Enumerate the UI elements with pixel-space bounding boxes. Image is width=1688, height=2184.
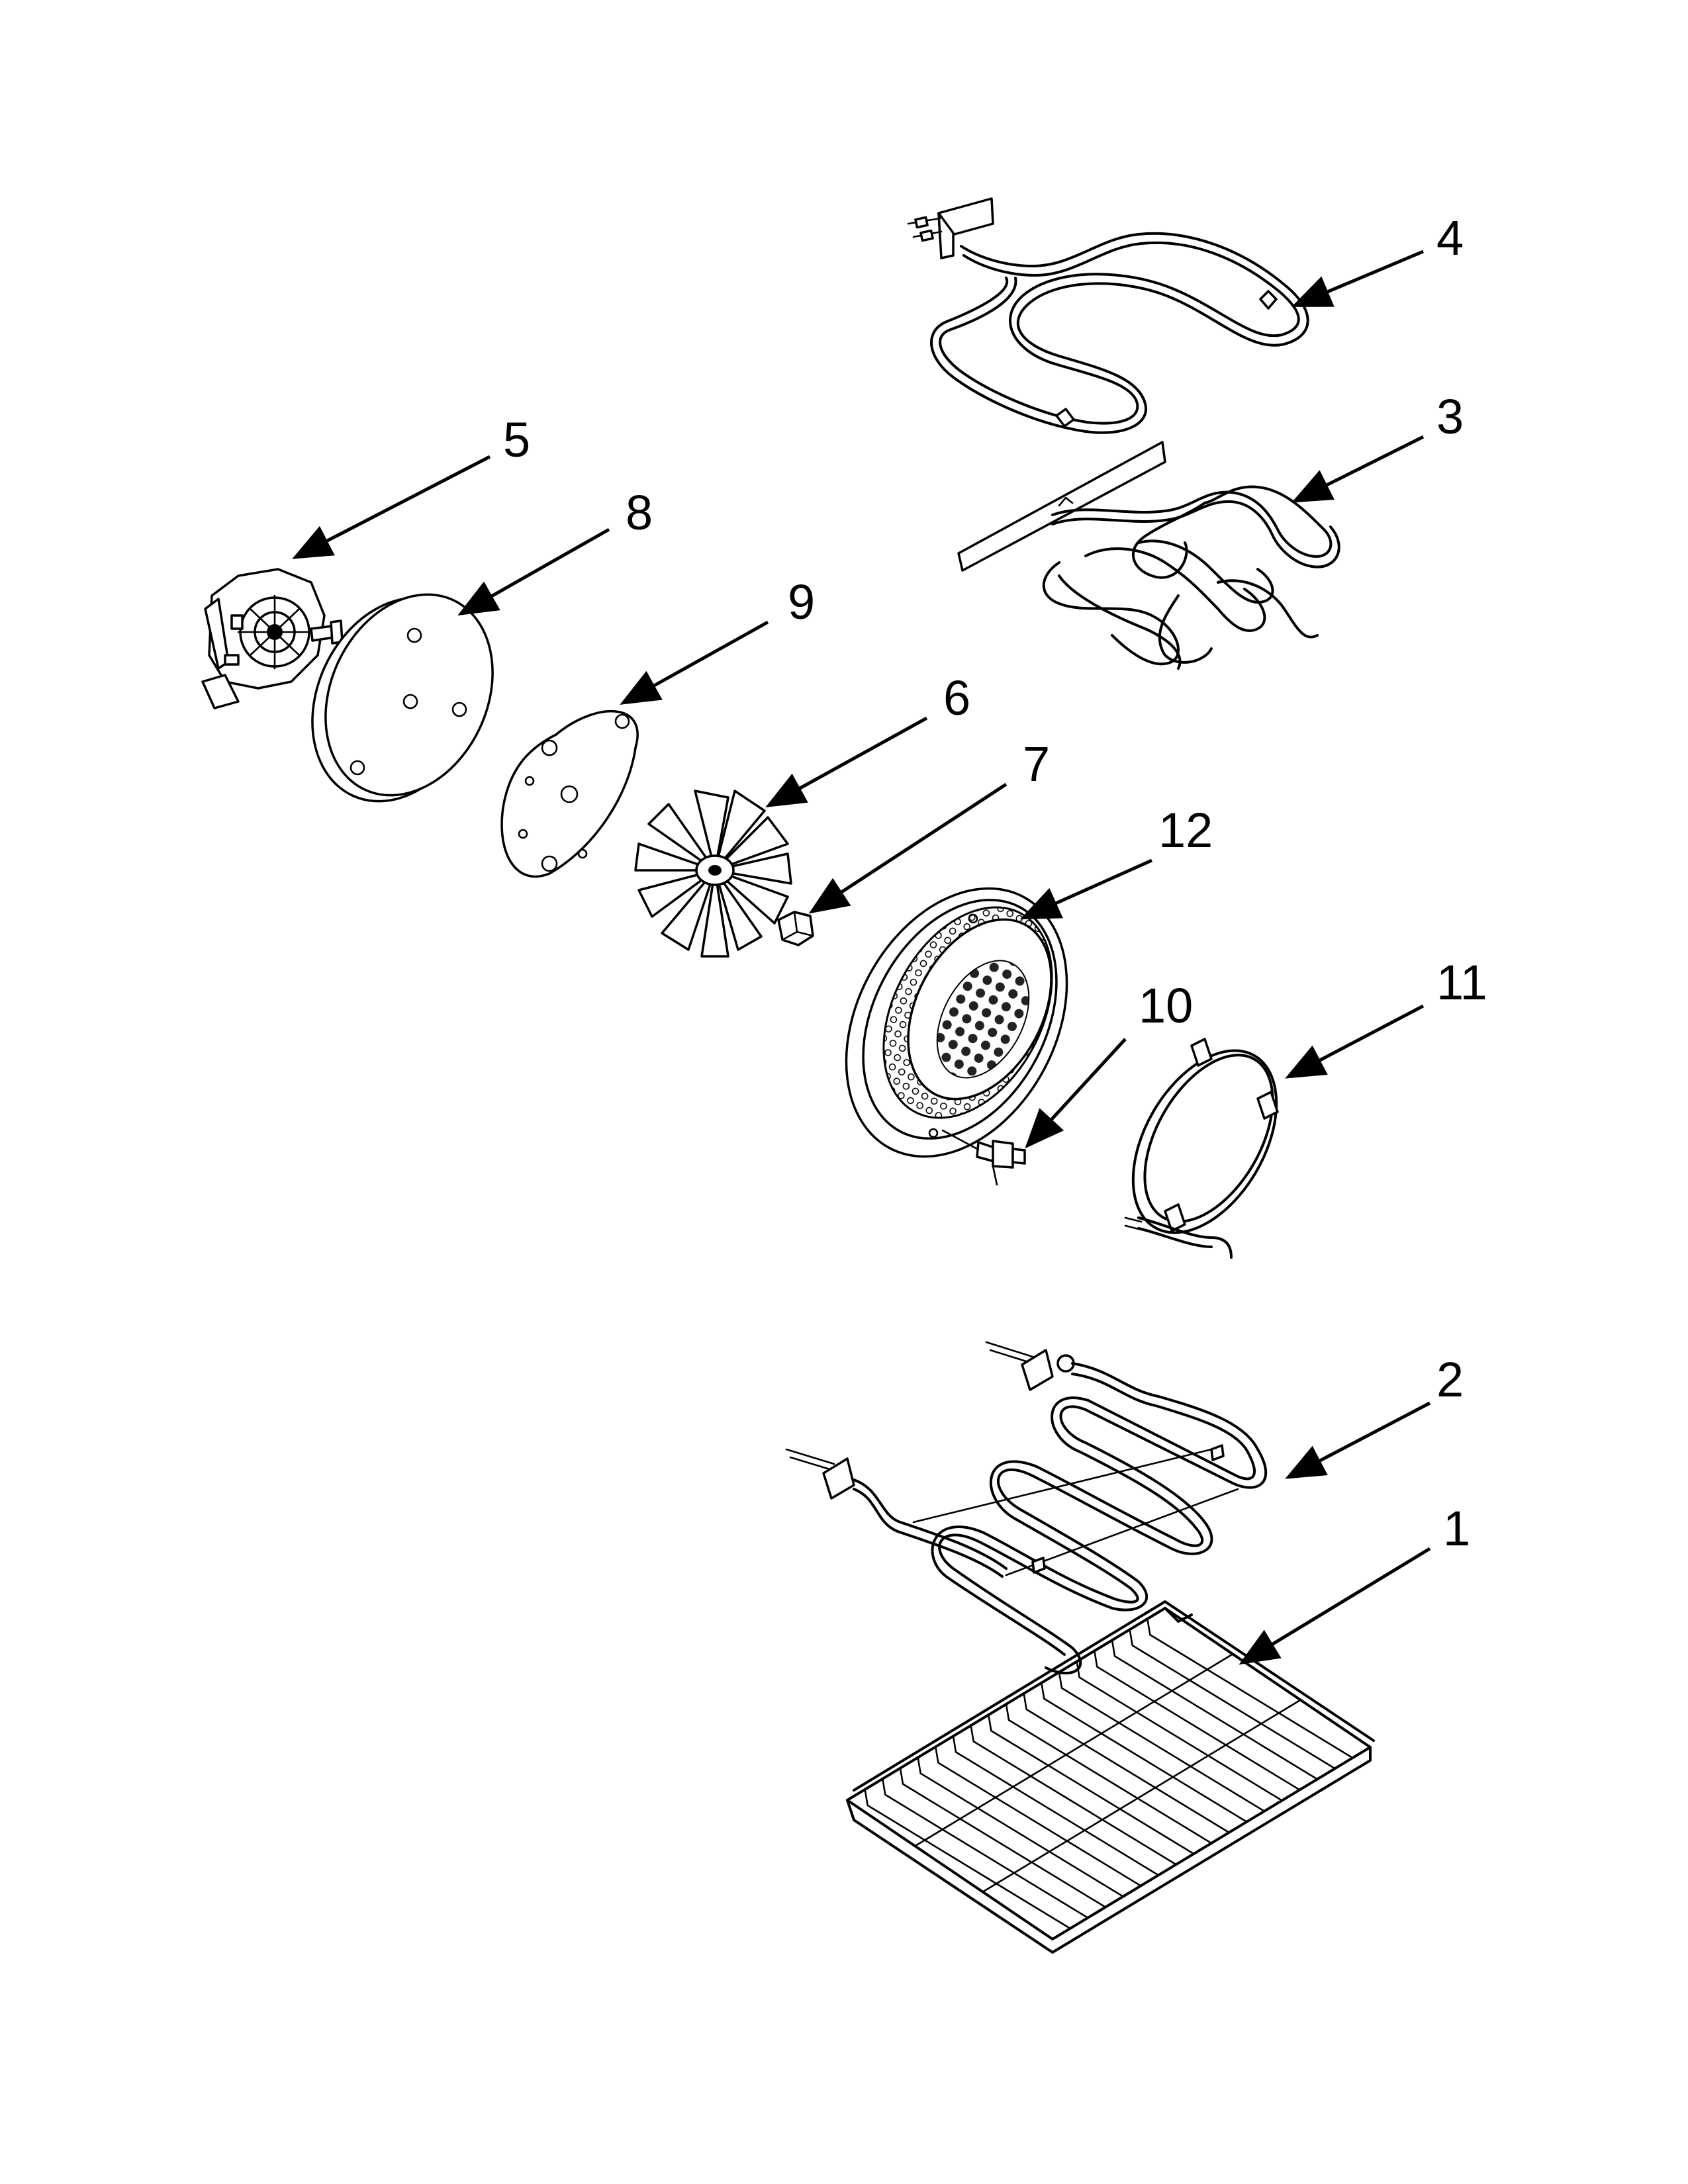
leader-arrow-6 [765,716,928,807]
callout-3: 3 [1291,389,1464,503]
callout-4: 4 [1291,210,1464,307]
callout-label-6: 6 [943,670,970,725]
rack-rod [935,1746,1142,1887]
leader-arrow-4 [1291,250,1424,307]
callout-2: 2 [1285,1352,1464,1479]
callout-label-8: 8 [626,485,653,540]
part-8-insulation-disk [311,593,494,803]
leader-arrow-5 [292,455,491,559]
callout-label-11: 11 [1436,955,1487,1010]
leader-arrow-1 [1239,1547,1431,1665]
rack-rod [1058,1671,1266,1812]
part-7-nut [777,911,814,946]
leader-arrow-3 [1291,435,1425,503]
rack-rod [1005,1703,1213,1844]
callout-label-9: 9 [788,574,815,629]
rack-rod [1129,1628,1336,1770]
callout-9: 9 [620,574,815,705]
callout-10: 10 [1025,978,1193,1149]
rack-rod [1147,1617,1354,1759]
callout-6: 6 [765,670,970,807]
callout-5: 5 [292,412,530,559]
rack-rods [864,1617,1354,1930]
callout-11: 11 [1285,955,1487,1079]
callout-8: 8 [457,485,653,615]
leader-arrow-9 [620,620,769,705]
part-6-fan-blade [634,790,792,958]
callout-12: 12 [1019,803,1213,920]
rack-rod [1041,1682,1248,1823]
rack-rod [882,1778,1089,1919]
part-2-bake-element [785,1341,1268,1674]
rack-rod [952,1735,1160,1876]
rack-rod [1023,1692,1230,1834]
leader-arrow-12 [1019,858,1153,920]
part-4-broil-element [907,197,1309,434]
rack-rod [970,1724,1177,1866]
rack-cross-wire [914,1653,1234,1847]
leader-arrow-10 [1025,1038,1127,1149]
part-3-bake-element [957,441,1340,670]
rack-cross-wire [982,1699,1301,1893]
leader-arrow-8 [457,527,610,615]
part-10-screw [941,1129,1026,1186]
callout-label-5: 5 [503,412,530,467]
leader-arrow-11 [1285,1004,1425,1079]
rack-rod [917,1756,1124,1897]
leader-arrow-2 [1285,1401,1431,1479]
callout-label-3: 3 [1436,389,1464,444]
rack-rod [1076,1661,1283,1801]
callout-1: 1 [1239,1501,1470,1665]
callout-label-10: 10 [1139,978,1193,1033]
part-9-gasket-plate [500,710,639,878]
callout-label-7: 7 [1023,737,1050,792]
part-12-fan-cover [845,887,1068,1158]
callout-label-2: 2 [1436,1352,1464,1407]
callout-label-1: 1 [1443,1501,1470,1556]
part-1-oven-rack [846,1600,1375,1954]
rack-rod [864,1788,1071,1930]
callout-7: 7 [808,737,1050,914]
rack-rod [1094,1650,1301,1791]
rack-rod [899,1767,1107,1908]
callout-label-12: 12 [1158,803,1213,858]
leader-arrow-7 [808,782,1008,914]
callout-label-4: 4 [1436,210,1464,265]
rack-rod [1111,1639,1319,1780]
part-11-circular-element [1124,1038,1279,1259]
rack-rod [988,1713,1195,1855]
